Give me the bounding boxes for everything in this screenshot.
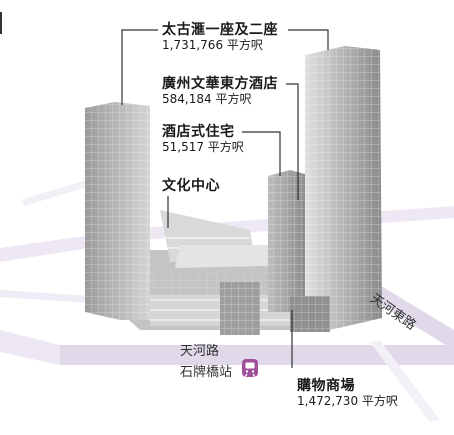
metro-icon	[242, 359, 258, 378]
leader-mandarin	[286, 83, 299, 200]
label-taikoo-name: 太古滙一座及二座	[162, 22, 278, 38]
label-residence-area: 51,517 平方呎	[162, 140, 244, 155]
label-residence-name: 酒店式住宅	[162, 124, 235, 140]
label-mandarin-name: 廣州文華東方酒店	[162, 76, 278, 92]
leader-taikoo-left	[121, 29, 158, 105]
leader-taikoo-right	[288, 29, 329, 50]
label-residence: 酒店式住宅 51,517 平方呎	[162, 124, 244, 155]
label-mall-area: 1,472,730 平方呎	[297, 394, 398, 409]
tower-residence	[268, 170, 305, 312]
label-mall-name: 購物商場	[297, 378, 355, 394]
label-culture-name: 文化中心	[162, 178, 220, 194]
tower-centre	[220, 282, 260, 335]
label-taikoo-area: 1,731,766 平方呎	[162, 38, 263, 53]
leader-residence	[242, 131, 281, 176]
edge-tick	[0, 12, 2, 34]
label-culture: 文化中心	[162, 178, 220, 194]
tower-right	[305, 46, 382, 330]
road-tianhe: 天河路	[180, 344, 220, 359]
label-mall: 購物商場 1,472,730 平方呎	[297, 378, 398, 409]
label-taikoo: 太古滙一座及二座 1,731,766 平方呎	[162, 22, 278, 53]
label-mandarin-area: 584,184 平方呎	[162, 92, 252, 107]
metro-station-label: 石牌橋站	[180, 365, 233, 380]
leader-lines	[121, 29, 329, 368]
label-mandarin: 廣州文華東方酒店 584,184 平方呎	[162, 76, 278, 107]
mall-front	[290, 296, 330, 332]
tower-left	[85, 102, 150, 320]
